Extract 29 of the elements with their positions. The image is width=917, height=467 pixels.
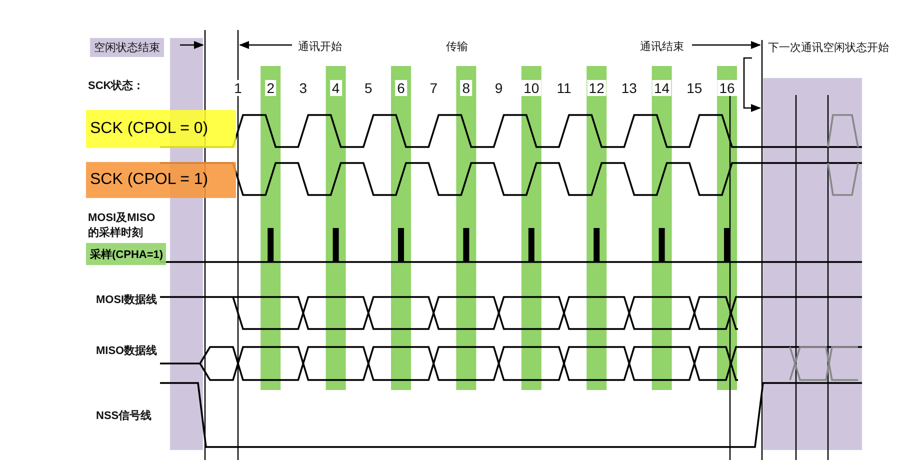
row-label: MISO数据线: [96, 344, 158, 358]
clock-edge-number: 8: [460, 80, 472, 96]
row-label: MOSI数据线: [96, 292, 158, 307]
clock-edge-number: 15: [684, 80, 704, 96]
phase-label: 空闲状态结束: [90, 38, 164, 57]
clock-edge-number: 10: [522, 80, 542, 96]
clock-edge-number: 14: [652, 80, 672, 96]
clock-edge-number: 9: [492, 80, 505, 96]
phase-label: 通讯结束: [640, 40, 684, 54]
clock-edge-number: 11: [554, 80, 574, 96]
clock-edge-number: 1: [232, 80, 244, 96]
clock-edge-number: 7: [428, 80, 440, 96]
row-label: NSS信号线: [96, 408, 152, 423]
row-label: MOSI及MISO 的采样时刻: [88, 211, 156, 240]
signal-label-box: SCK (CPOL = 1): [86, 162, 236, 198]
clock-edge-number: 13: [619, 80, 639, 96]
clock-edge-number: 2: [264, 80, 276, 96]
signal-label-box: SCK (CPOL = 0): [86, 110, 236, 148]
clock-edge-number: 5: [362, 80, 374, 96]
signal-label-box: 采样(CPHA=1): [86, 243, 166, 265]
clock-edge-number: 3: [297, 80, 310, 96]
clock-edge-number: 6: [395, 80, 407, 96]
row-label: SCK状态：: [88, 78, 144, 93]
clock-edge-number: 4: [330, 80, 342, 96]
phase-label: 传输: [446, 40, 468, 54]
clock-edge-number: 12: [586, 80, 606, 96]
clock-edge-number: 16: [717, 80, 737, 96]
phase-label: 通讯开始: [298, 40, 342, 54]
phase-label: 下一次通讯空闲状态开始: [768, 40, 889, 55]
